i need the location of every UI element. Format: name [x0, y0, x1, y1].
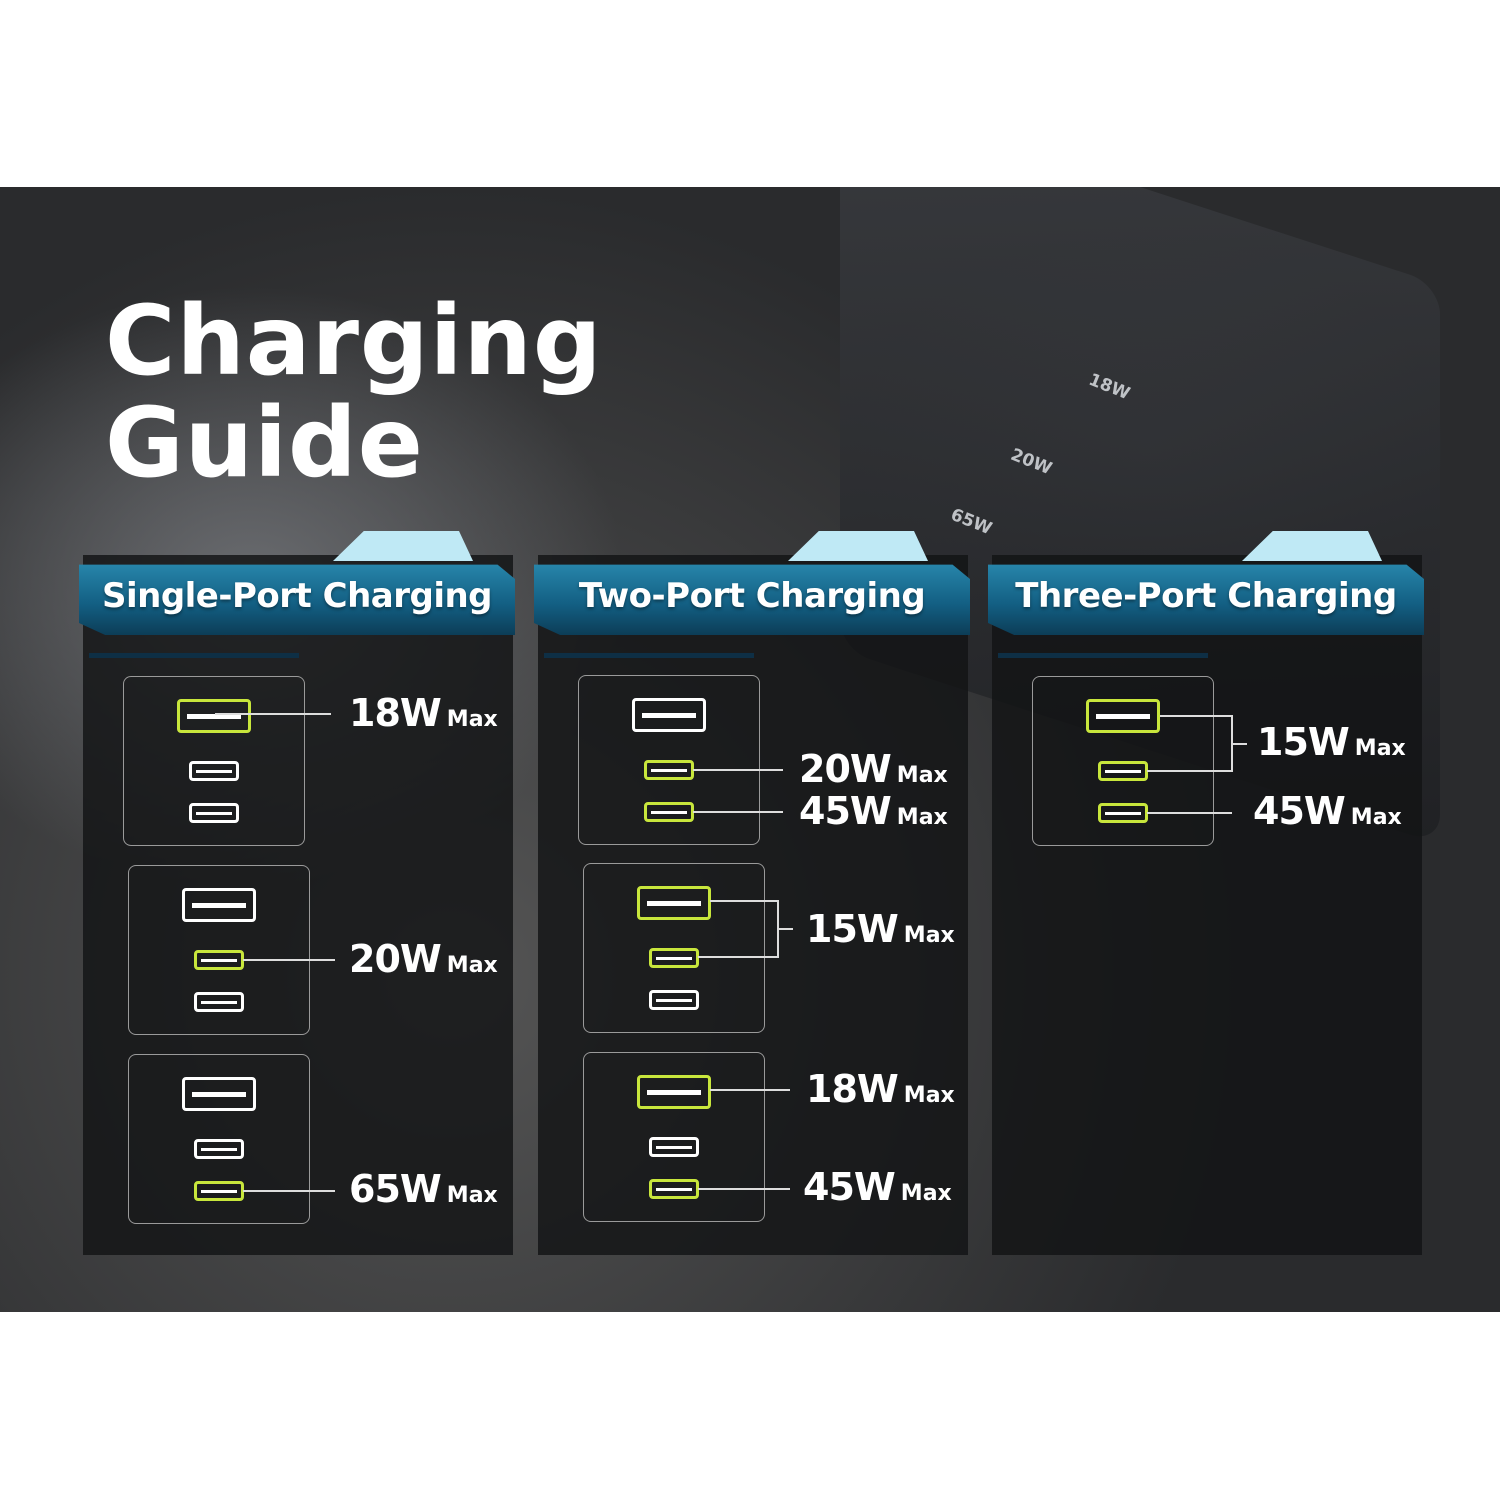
port-diagram	[128, 1054, 310, 1224]
usb-a-port-icon	[637, 1075, 711, 1109]
connector-line	[779, 928, 793, 930]
usb-c-port-icon	[1098, 761, 1148, 781]
usb-a-port-icon	[182, 1077, 256, 1111]
connector-line	[693, 811, 783, 813]
usb-c-port-icon	[194, 950, 244, 970]
usb-a-port-icon	[632, 698, 706, 732]
connector-line	[710, 900, 778, 902]
usb-c-port-icon	[189, 761, 239, 781]
title-line: Guide	[105, 387, 424, 499]
usb-c-port-icon	[644, 802, 694, 822]
usb-a-port-icon	[1086, 699, 1160, 733]
port-diagram	[1032, 676, 1214, 846]
panel-header: Three-Port Charging	[988, 564, 1424, 635]
usb-c-port-icon	[644, 760, 694, 780]
panel-title: Single-Port Charging	[101, 576, 493, 616]
port-diagram	[583, 863, 765, 1033]
divider	[544, 653, 754, 658]
title-line: Charging	[105, 285, 603, 397]
connector-line	[710, 1089, 790, 1091]
bracket-line	[1231, 715, 1233, 772]
usb-c-port-icon	[649, 1137, 699, 1157]
port-diagram	[128, 865, 310, 1035]
panel-header: Two-Port Charging	[534, 564, 970, 635]
usb-c-port-icon	[189, 803, 239, 823]
connector-line	[215, 713, 331, 715]
usb-c-port-icon	[649, 948, 699, 968]
connector-line	[243, 959, 335, 961]
connector-line	[1160, 715, 1232, 717]
connector-line	[243, 1190, 335, 1192]
usb-a-port-icon	[177, 699, 251, 733]
port-diagram	[583, 1052, 765, 1222]
connector-line	[698, 1188, 790, 1190]
panel-header: Single-Port Charging	[79, 564, 515, 635]
connector-line	[693, 769, 783, 771]
panel-title: Three-Port Charging	[1015, 576, 1397, 616]
bracket-line	[777, 900, 779, 958]
usb-c-port-icon	[649, 990, 699, 1010]
usb-a-port-icon	[182, 888, 256, 922]
divider	[998, 653, 1208, 658]
page-title: Charging Guide	[105, 290, 603, 494]
connector-line	[1147, 770, 1232, 772]
connector-line	[1233, 743, 1247, 745]
port-diagram	[578, 675, 760, 845]
usb-c-port-icon	[194, 1181, 244, 1201]
usb-a-port-icon	[637, 886, 711, 920]
panel-title: Two-Port Charging	[578, 576, 926, 616]
port-diagram	[123, 676, 305, 846]
usb-c-port-icon	[194, 1139, 244, 1159]
divider	[89, 653, 299, 658]
connector-line	[1147, 812, 1232, 814]
usb-c-port-icon	[649, 1179, 699, 1199]
usb-c-port-icon	[194, 992, 244, 1012]
connector-line	[698, 956, 778, 958]
usb-c-port-icon	[1098, 803, 1148, 823]
